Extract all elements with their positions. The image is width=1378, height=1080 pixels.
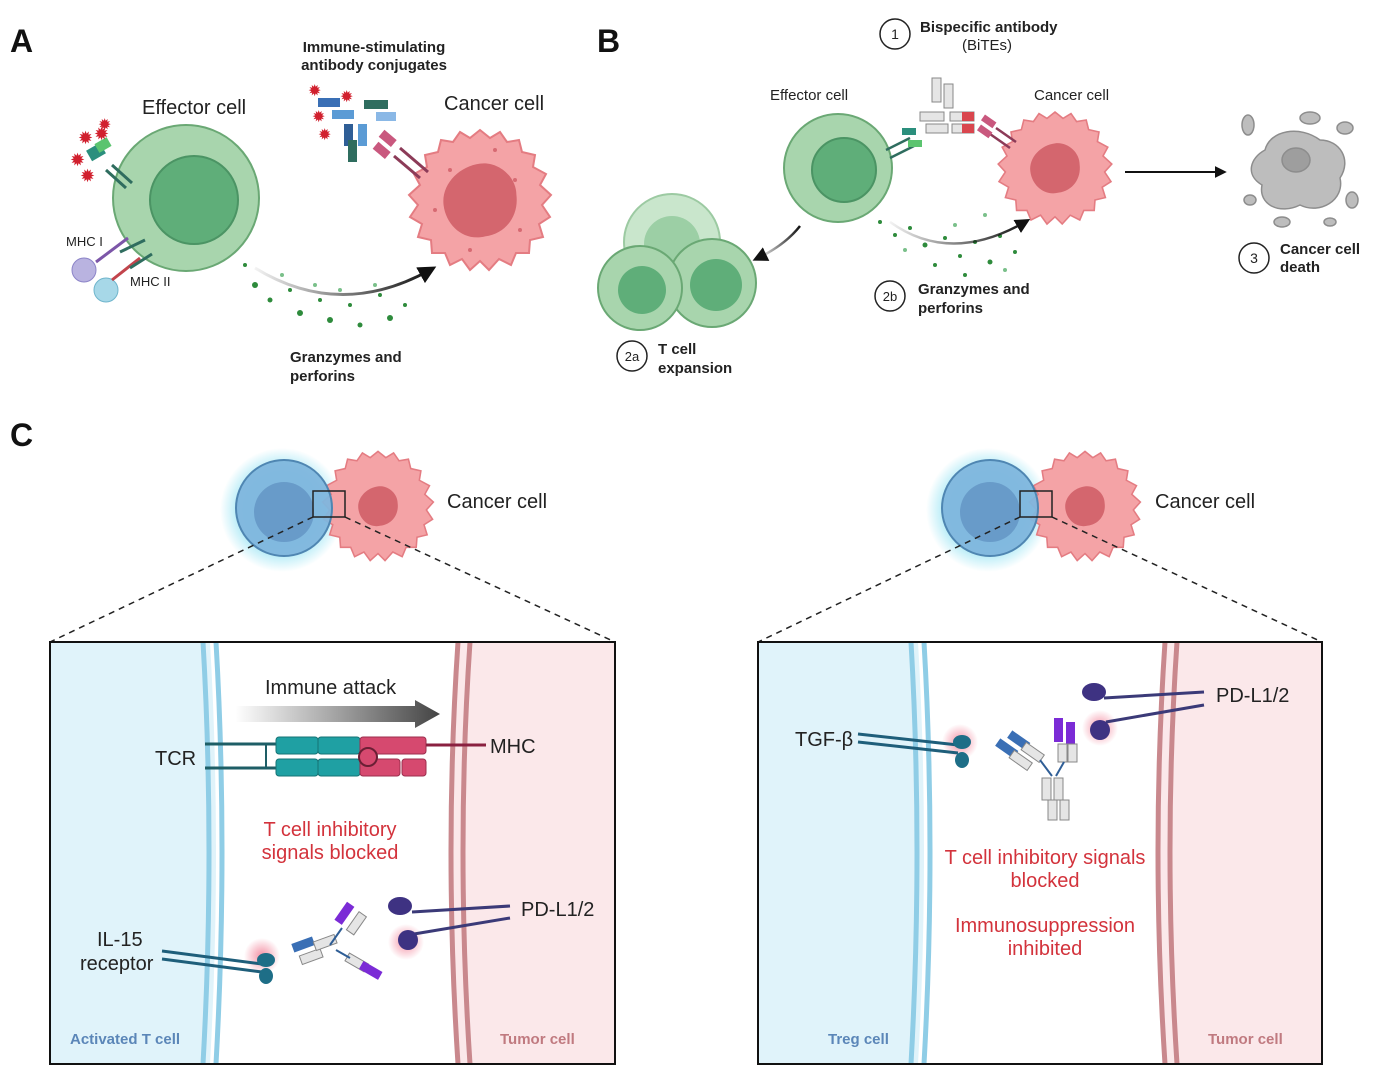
treg-cell-c-right [941,459,1039,557]
mhc1-label: MHC I [66,234,103,249]
tgf-beta-receptor-icon [857,732,971,768]
zoom-box-right [1019,490,1053,518]
step3-label-2: death [1280,259,1320,276]
granzyme-arrow-a [254,266,437,296]
cancer-cell-c-right [1028,450,1142,562]
panel-c-right: Cancer cell [757,448,1323,1065]
panel-b: B 1 Bispecific antibody (BiTEs) Effector… [597,18,1360,377]
svg-text:✹: ✹ [318,127,331,144]
granzyme-label-a-1: Granzymes and [290,349,402,366]
il15-receptor-icon [161,949,275,984]
blocked-label-right-1: T cell inhibitory signals [945,847,1146,869]
svg-text:✹: ✹ [308,83,321,100]
pdl1-icon-right [1082,683,1205,740]
tumor-cell-label-left: Tumor cell [500,1031,575,1048]
tcell-c-left [235,459,333,557]
step1-num: 1 [891,26,899,42]
effector-cell-label-b: Effector cell [770,87,848,104]
pdl-label-left: PD-L1/2 [521,899,594,921]
cancer-cell-b [997,111,1113,225]
il15-label-1: IL-15 [97,929,143,951]
treg-cell-label: Treg cell [828,1031,889,1048]
step2a-num: 2a [625,349,640,364]
mhc-label: MHC [490,736,536,758]
svg-text:✹: ✹ [94,124,109,144]
step2a-badge [616,340,648,372]
step2b-label-2: perforins [918,300,983,317]
cancer-cell-label-c-left: Cancer cell [447,491,547,513]
svg-text:✹: ✹ [80,166,95,186]
blocked-label-right-2: blocked [1011,870,1080,892]
immune-attack-arrow [235,700,440,728]
panel-c-left: Cancer cell Immune attack [49,448,616,1065]
svg-text:✹: ✹ [78,128,93,148]
granzyme-dots-b [878,213,1017,277]
bite-antibody-icon [885,77,975,160]
step2a-label-2: expansion [658,360,732,377]
immuno-label-2: inhibited [1008,938,1083,960]
cancer-cell-label-a: Cancer cell [444,93,544,115]
zoom-panel-right [757,641,1323,1065]
expansion-arrow [752,225,801,261]
pdl-label-right: PD-L1/2 [1216,685,1289,707]
tcr-mhc-complex-icon [205,736,486,777]
mhc-icon [71,236,153,303]
svg-text:✹: ✹ [312,109,325,126]
step1-label-2: (BiTEs) [962,37,1012,54]
cancer-cell-c-left [321,450,435,562]
step1-label-1: Bispecific antibody [920,19,1058,36]
immune-attack-label: Immune attack [265,677,397,699]
bispecific-antibody-icon-right [995,718,1078,821]
effector-cell-label-a: Effector cell [142,97,246,119]
blocked-label-left-1: T cell inhibitory [263,819,396,841]
blocked-label-left-2: signals blocked [262,842,399,864]
receptor-stars-icon: ✹ ✹ ✹ ✹ ✹ [70,117,134,190]
conjugate-label-1: Immune-stimulating [303,39,446,56]
step2b-label-1: Granzymes and [918,281,1030,298]
effector-cell-b [783,113,893,223]
panel-b-letter: B [597,23,620,59]
antibody-conjugate-icon: ✹ ✹ ✹ ✹ [308,83,396,162]
panel-a-letter: A [10,23,33,59]
panel-c: C Cancer cell [10,417,1323,1065]
granzyme-label-a-2: perforins [290,368,355,385]
step2b-num: 2b [883,289,897,304]
il15-label-2: receptor [80,953,154,975]
step2a-label-1: T cell [658,341,696,358]
zoom-box-left [312,490,346,518]
step1-badge [879,18,911,50]
step3-label-1: Cancer cell [1280,241,1360,258]
immuno-label-1: Immunosuppression [955,915,1135,937]
mhc2-label: MHC II [130,274,170,289]
activated-tcell-label: Activated T cell [70,1031,180,1048]
granzyme-arrow-b [889,219,1031,245]
svg-text:✹: ✹ [98,117,111,134]
panel-a: A Effector cell ✹ ✹ ✹ ✹ ✹ MHC [10,23,552,385]
cancer-receptor-b [976,114,1017,150]
dead-cell-icon [1241,111,1359,228]
cancer-cell-a [408,129,552,271]
cancer-cell-label-b: Cancer cell [1034,87,1109,104]
cancer-receptor-a [372,129,429,180]
svg-text:✹: ✹ [340,89,353,106]
panel-c-letter: C [10,417,33,453]
bispecific-antibody-icon-left [291,901,383,980]
svg-text:✹: ✹ [70,150,85,170]
cancer-cell-label-c-right: Cancer cell [1155,491,1255,513]
tumor-cell-label-right: Tumor cell [1208,1031,1283,1048]
effector-cell-a [112,124,260,272]
pdl1-icon-left [388,897,511,950]
step3-num: 3 [1250,250,1258,266]
conjugate-label-2: antibody conjugates [301,57,447,74]
tcr-label: TCR [155,748,196,770]
granzyme-dots-a [243,263,407,328]
step3-badge [1238,242,1270,274]
tgf-label: TGF-β [795,729,853,751]
tcell-expansion-icon [597,193,757,331]
step2b-badge [874,280,906,312]
